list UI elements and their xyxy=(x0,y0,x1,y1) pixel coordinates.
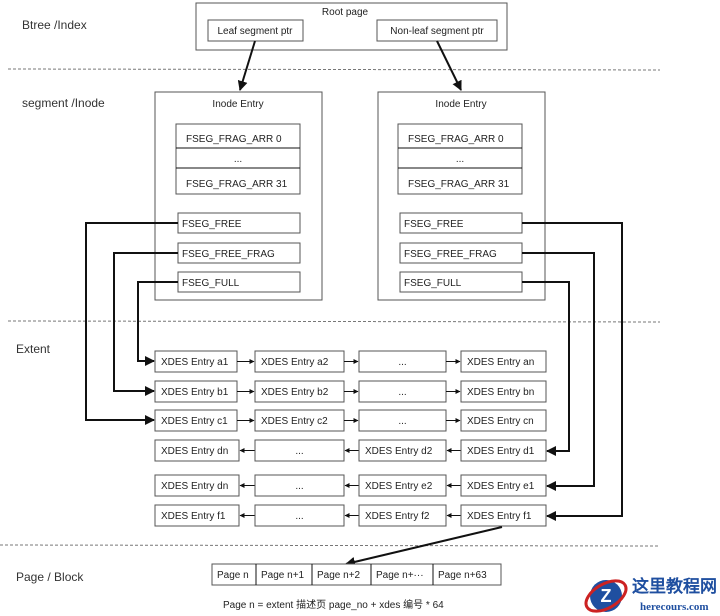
page-cell: Page n+··· xyxy=(376,570,424,581)
xdes-entry-label: XDES Entry e1 xyxy=(467,481,535,492)
watermark-logo: Z 这里教程网 herecours.com xyxy=(584,576,717,613)
fseg-full-label: FSEG_FULL xyxy=(404,278,462,289)
root-page: Root page Leaf segment ptr Non-leaf segm… xyxy=(195,2,508,51)
xdes-entry xyxy=(154,439,240,462)
page-block: Page n Page n+1 Page n+2 Page n+··· Page n+6… xyxy=(211,563,502,586)
xdes-entry-label: XDES Entry c1 xyxy=(161,416,228,427)
xdes-entry-label: XDES Entry a1 xyxy=(161,357,229,368)
fseg-free-frag-label: FSEG_FREE_FRAG xyxy=(182,249,275,260)
arrow-xdes-to-pages xyxy=(345,526,503,567)
xdes-entry-label: XDES Entry a2 xyxy=(261,357,329,368)
frag-arr-31: FSEG_FRAG_ARR 31 xyxy=(408,179,510,190)
root-page-title: Root page xyxy=(322,7,369,18)
layer-divider xyxy=(0,544,661,547)
xdes-entry xyxy=(154,504,240,527)
xdes-entry-label: ... xyxy=(398,416,406,427)
xdes-entry-label: ... xyxy=(295,481,303,492)
page-cell: Page n+63 xyxy=(438,570,487,581)
xdes-entry xyxy=(154,474,240,497)
xdes-entry xyxy=(358,504,447,527)
fseg-free-label: FSEG_FREE xyxy=(404,219,464,230)
page-cell: Page n+1 xyxy=(261,570,305,581)
xdes-entry-label: XDES Entry bn xyxy=(467,387,534,398)
extent-list-row: XDES Entry dn... XDES Entry d2 XDES Entry … xyxy=(154,439,547,462)
xdes-entry xyxy=(460,350,547,373)
xdes-entry-label: XDES Entry an xyxy=(467,357,534,368)
page-cell: Page n+2 xyxy=(317,570,361,581)
layer-label-extent: Extent xyxy=(16,342,51,356)
xdes-entry xyxy=(460,504,547,527)
arrow-nonleaf-to-inode xyxy=(436,40,462,91)
frag-arr-ellipsis: ... xyxy=(456,154,464,165)
xdes-entry-label: XDES Entry d1 xyxy=(467,446,535,457)
extent-list-row: XDES Entry dn... XDES Entry e2 XDES Entry … xyxy=(154,474,547,497)
layer-label-segment: segment /Inode xyxy=(22,96,105,110)
xdes-entry-label: XDES Entry f2 xyxy=(365,511,430,522)
xdes-entry xyxy=(254,504,345,527)
frag-arr-ellipsis: ... xyxy=(234,154,242,165)
inode-entry-title: Inode Entry xyxy=(212,99,263,110)
xdes-entry-label: XDES Entry cn xyxy=(467,416,534,427)
page-cell: Page n xyxy=(217,570,249,581)
frag-arr-0: FSEG_FRAG_ARR 0 xyxy=(186,134,282,145)
layer-divider xyxy=(7,68,661,71)
xdes-entry-label: ... xyxy=(295,446,303,457)
leaf-segment-ptr-label: Leaf segment ptr xyxy=(217,26,293,37)
xdes-entry-label: XDES Entry b2 xyxy=(261,387,329,398)
xdes-entry-label: XDES Entry dn xyxy=(161,481,228,492)
xdes-entry xyxy=(460,439,547,462)
frag-array xyxy=(397,123,523,195)
xdes-entry xyxy=(460,409,547,432)
xdes-entry-label: XDES Entry dn xyxy=(161,446,228,457)
layer-label-btree: Btree /Index xyxy=(22,18,87,32)
xdes-entry-label: ... xyxy=(295,511,303,522)
xdes-entry xyxy=(460,474,547,497)
extent-list-row: XDES Entry a1 XDES Entry a2... XDES Entry … xyxy=(154,350,547,373)
xdes-entry xyxy=(460,380,547,403)
svg-text:Z: Z xyxy=(601,586,612,606)
watermark-title: 这里教程网 xyxy=(632,576,717,597)
leaf-segment-ptr xyxy=(207,19,304,42)
xdes-entry-label: XDES Entry c2 xyxy=(261,416,328,427)
connector-left-full xyxy=(137,281,178,366)
inode-entry-title: Inode Entry xyxy=(435,99,486,110)
connector-left-free xyxy=(85,222,178,425)
xdes-entry xyxy=(254,474,345,497)
fseg-free-label: FSEG_FREE xyxy=(182,219,242,230)
xdes-entry-label: XDES Entry f1 xyxy=(467,511,532,522)
xdes-entry-label: XDES Entry b1 xyxy=(161,387,229,398)
xdes-entry-label: ... xyxy=(398,357,406,368)
extent-list-row: XDES Entry f1... XDES Entry f2 XDES Entry … xyxy=(154,504,547,527)
frag-arr-31: FSEG_FRAG_ARR 31 xyxy=(186,179,288,190)
extent-list-row: XDES Entry c1 XDES Entry c2... XDES Entry … xyxy=(154,409,547,432)
nonleaf-segment-ptr-label: Non-leaf segment ptr xyxy=(390,26,484,37)
xdes-entry xyxy=(358,474,447,497)
layer-label-page: Page / Block xyxy=(16,570,84,584)
watermark-site: herecours.com xyxy=(640,601,709,613)
connector-right-full xyxy=(522,281,570,456)
xdes-entry-label: XDES Entry f1 xyxy=(161,511,226,522)
connector-right-free xyxy=(522,222,623,521)
xdes-entry-label: XDES Entry e2 xyxy=(365,481,433,492)
fseg-free-frag-label: FSEG_FREE_FRAG xyxy=(404,249,497,260)
page-formula: Page n = extent 描述页 page_no + xdes 编号 * … xyxy=(223,598,444,611)
xdes-entry-label: XDES Entry d2 xyxy=(365,446,433,457)
frag-array xyxy=(175,123,301,195)
arrow-leaf-to-inode xyxy=(237,40,256,91)
frag-arr-0: FSEG_FRAG_ARR 0 xyxy=(408,134,504,145)
extent-list-row: XDES Entry b1 XDES Entry b2... XDES Entry … xyxy=(154,380,547,403)
xdes-entry xyxy=(254,439,345,462)
layer-divider xyxy=(7,320,661,323)
xdes-entry xyxy=(358,439,447,462)
connector-right-free-frag xyxy=(522,252,595,491)
fseg-full-label: FSEG_FULL xyxy=(182,278,240,289)
connector-left-free-frag xyxy=(113,252,178,396)
xdes-entry-label: ... xyxy=(398,387,406,398)
